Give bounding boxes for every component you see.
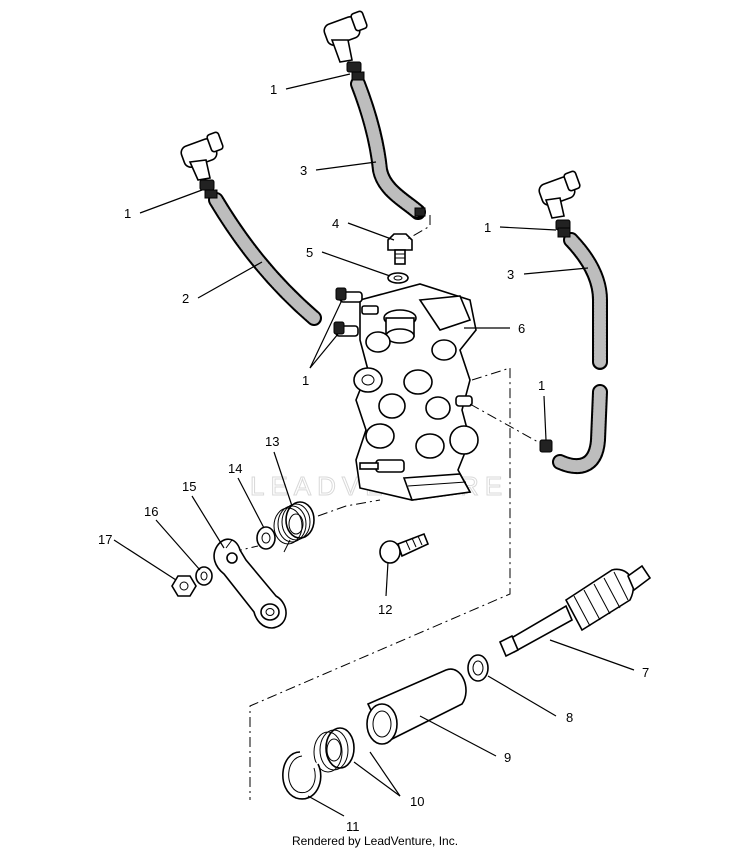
alignment-line-upper [405,215,431,241]
washer-8 [467,654,489,682]
drive-gear-shaft-7 [498,564,652,658]
callout-13: 13 [265,434,279,449]
alignment-line-shaft [317,499,381,517]
callout-1-top: 1 [270,82,277,97]
spring-13 [273,501,315,553]
callout-2: 2 [182,291,189,306]
banjo-bolt-4 [387,233,413,265]
callout-3-right: 3 [507,267,514,282]
hose-3-right [552,227,608,475]
nozzle-fitting-left [180,131,224,191]
washer-14 [256,526,276,550]
callout-6: 6 [518,321,525,336]
nozzle-fitting-right [538,170,581,231]
hose-2 [204,189,322,326]
nozzle-fitting-top [323,10,368,73]
callout-1-pump: 1 [302,373,309,388]
callout-12: 12 [378,602,392,617]
callout-10: 10 [410,794,424,809]
collar-9 [366,668,467,745]
callout-3-upper: 3 [300,163,307,178]
alignment-line-right-hose [469,403,539,443]
credit-line: Rendered by LeadVenture, Inc. [291,834,459,848]
callout-8: 8 [566,710,573,725]
callout-9: 9 [504,750,511,765]
callout-14: 14 [228,461,242,476]
callout-1-left: 1 [124,206,131,221]
callouts: 1 3 1 2 4 5 1 3 6 1 1 13 14 [98,73,649,834]
lever-15 [213,538,287,629]
pump-fitting-right [455,395,553,453]
oil-pump-body-6 [353,283,479,501]
callout-17: 17 [98,532,112,547]
bolt-12 [379,532,430,564]
hose-3-upper [350,71,426,220]
snap-ring-11 [282,751,322,800]
pump-fitting-lower-left [333,321,359,337]
nut-17 [171,575,197,597]
washer-5 [387,272,409,284]
washer-16 [195,566,213,586]
springs-10 [313,727,355,773]
callout-16: 16 [144,504,158,519]
callout-11: 11 [346,819,360,834]
callout-1-right: 1 [484,220,491,235]
callout-1-lower-right: 1 [538,378,545,393]
pump-fitting-upper-left [335,287,379,315]
callout-5: 5 [306,245,313,260]
callout-7: 7 [642,665,649,680]
alignment-line-pump-right [249,367,511,800]
callout-15: 15 [182,479,196,494]
callout-4: 4 [332,216,339,231]
